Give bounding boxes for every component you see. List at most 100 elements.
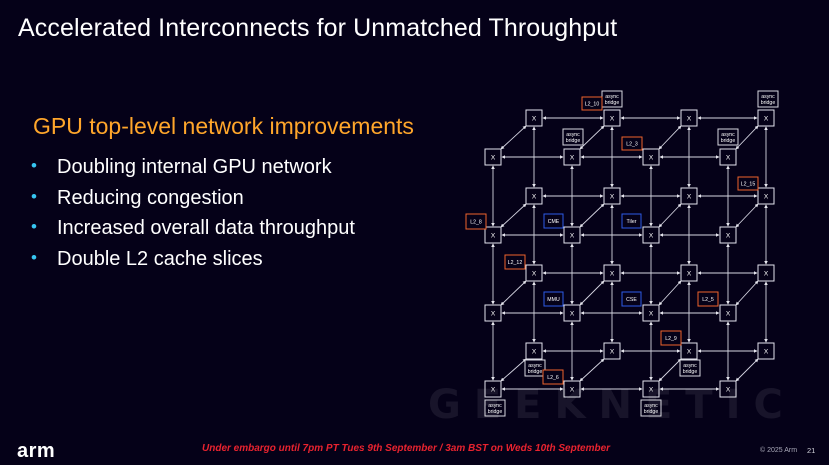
svg-text:L2_12: L2_12 xyxy=(508,260,523,266)
crossbar-node: X xyxy=(757,264,775,282)
block-l2_9: L2_9 xyxy=(660,330,682,346)
bullet-dot-icon: • xyxy=(31,156,37,175)
watermark: GEEKNETIC xyxy=(428,382,796,428)
bullet-list: •Doubling internal GPU network •Reducing… xyxy=(30,156,355,278)
network-link xyxy=(500,280,527,306)
svg-text:bridge: bridge xyxy=(488,409,503,415)
crossbar-node: X xyxy=(563,226,581,244)
crossbar-node: X xyxy=(680,264,698,282)
crossbar-node: X xyxy=(484,226,502,244)
network-link xyxy=(658,203,682,228)
svg-text:X: X xyxy=(570,387,575,394)
network-link xyxy=(735,280,759,306)
svg-text:X: X xyxy=(610,349,615,356)
crossbar-node: X xyxy=(680,187,698,205)
network-link xyxy=(500,203,527,228)
crossbar-node: X xyxy=(484,304,502,322)
bullet-item: •Double L2 cache slices xyxy=(31,247,263,270)
embargo-notice: Under embargo until 7pm PT Tues 9th Sept… xyxy=(202,443,611,454)
crossbar-node: X xyxy=(484,148,502,166)
svg-text:X: X xyxy=(491,155,496,162)
crossbar-node: X xyxy=(719,304,737,322)
network-link xyxy=(735,358,759,382)
svg-text:async: async xyxy=(761,94,775,100)
crossbar-node: X xyxy=(603,109,621,127)
crossbar-node: X xyxy=(719,380,737,398)
svg-text:X: X xyxy=(570,233,575,240)
svg-text:X: X xyxy=(764,194,769,201)
svg-text:X: X xyxy=(570,155,575,162)
svg-text:async: async xyxy=(528,363,542,369)
svg-text:X: X xyxy=(570,311,575,318)
crossbar-node: X xyxy=(525,264,543,282)
slide-title: Accelerated Interconnects for Unmatched … xyxy=(18,14,618,42)
copyright: © 2025 Arm xyxy=(760,447,798,454)
block-cme: CME xyxy=(543,213,564,229)
svg-text:X: X xyxy=(491,233,496,240)
svg-text:async: async xyxy=(566,132,580,138)
network-link xyxy=(579,280,605,306)
block-tiler: Tiler xyxy=(621,213,642,229)
svg-text:X: X xyxy=(687,116,692,123)
svg-text:bridge: bridge xyxy=(761,100,776,106)
block-l2_3: L2_3 xyxy=(621,136,643,151)
network-link xyxy=(579,203,605,228)
svg-text:X: X xyxy=(532,349,537,356)
block-l2_10: L2_10 xyxy=(581,96,603,111)
svg-text:bridge: bridge xyxy=(566,138,581,144)
network-link xyxy=(658,358,682,382)
block-cse: CSE xyxy=(621,291,642,307)
svg-text:L2_9: L2_9 xyxy=(665,336,677,342)
crossbar-node: X xyxy=(757,187,775,205)
page-number: 21 xyxy=(807,446,816,455)
network-link xyxy=(500,125,527,150)
svg-text:X: X xyxy=(687,349,692,356)
crossbar-node: X xyxy=(563,148,581,166)
crossbar-node: X xyxy=(757,342,775,360)
svg-text:bridge: bridge xyxy=(644,409,659,415)
crossbar-node: X xyxy=(719,148,737,166)
crossbar-node: X xyxy=(757,109,775,127)
svg-text:X: X xyxy=(764,116,769,123)
svg-text:X: X xyxy=(491,311,496,318)
svg-text:bridge: bridge xyxy=(683,369,698,375)
crossbar-node: X xyxy=(525,187,543,205)
crossbar-node: X xyxy=(603,187,621,205)
svg-text:X: X xyxy=(491,387,496,394)
svg-text:async: async xyxy=(644,403,658,409)
crossbar-node: X xyxy=(603,264,621,282)
svg-text:L2_5: L2_5 xyxy=(702,297,714,303)
svg-text:X: X xyxy=(649,311,654,318)
svg-text:L2_8: L2_8 xyxy=(470,220,482,226)
svg-text:async: async xyxy=(605,94,619,100)
crossbar-node: X xyxy=(484,380,502,398)
crossbar-node: X xyxy=(525,109,543,127)
svg-text:MMU: MMU xyxy=(547,297,560,303)
crossbar-node: X xyxy=(642,148,660,166)
svg-text:X: X xyxy=(764,349,769,356)
bullet-dot-icon: • xyxy=(31,186,37,206)
network-link xyxy=(735,203,759,228)
block-l2_15: L2_15 xyxy=(737,176,759,191)
arm-logo: arm xyxy=(17,440,56,462)
svg-text:async: async xyxy=(683,363,697,369)
slide-subtitle: GPU top-level network improvements xyxy=(33,113,414,139)
svg-text:L2_15: L2_15 xyxy=(741,182,756,188)
network-link xyxy=(500,358,527,382)
crossbar-node: X xyxy=(680,109,698,127)
block-l2_8: L2_8 xyxy=(465,213,487,230)
svg-text:bridge: bridge xyxy=(528,369,543,375)
network-link xyxy=(579,125,605,150)
svg-text:X: X xyxy=(687,194,692,201)
crossbar-node: X xyxy=(603,342,621,360)
svg-text:X: X xyxy=(610,271,615,278)
crossbar-node: X xyxy=(642,304,660,322)
svg-text:X: X xyxy=(610,194,615,201)
bullet-item: •Reducing congestion xyxy=(31,186,244,209)
